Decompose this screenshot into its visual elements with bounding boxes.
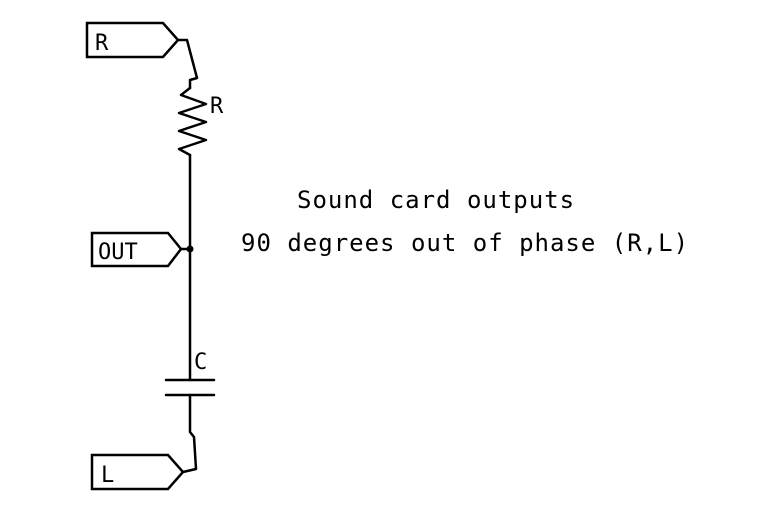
note-line-2: 90 degrees out of phase (R,L) [241,229,689,257]
capacitor-label: C [194,350,207,375]
port-r: R [85,21,180,59]
resistor-label: R [210,94,224,119]
note-line-1: Sound card outputs [297,186,575,214]
port-l: L [90,453,185,491]
wire-r-to-resistor [176,38,199,90]
port-l-label: L [101,463,114,488]
port-r-label: R [95,31,109,56]
wire-capacitor-to-l [181,393,198,474]
port-out: OUT [90,231,183,268]
capacitor-symbol [164,378,216,397]
resistor-symbol [177,86,208,157]
port-out-label: OUT [98,240,138,265]
